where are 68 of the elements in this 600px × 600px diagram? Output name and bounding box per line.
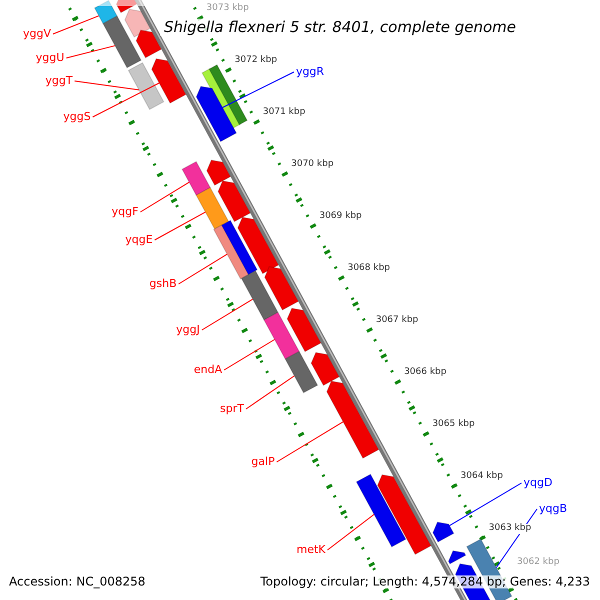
gene-block (237, 216, 280, 274)
leader-line (52, 15, 100, 34)
gene-block (128, 62, 164, 110)
gene-block (264, 266, 299, 311)
leader-line (276, 421, 344, 462)
leader-line (66, 45, 116, 58)
leader-line (74, 80, 140, 90)
leader-line (222, 72, 294, 108)
gene-label: gshB (149, 278, 177, 290)
gene-block (284, 350, 318, 394)
scale-label: 3072 kbp (234, 56, 278, 66)
leader-line (201, 298, 254, 330)
scale-label: 3073 kbp (205, 4, 250, 14)
gene-label: yggR (296, 66, 324, 78)
gene-label: endA (194, 364, 222, 376)
gene-block (218, 180, 251, 222)
scale-label: 3062 kbp (516, 558, 560, 568)
gene-block (377, 474, 432, 556)
gene-block (196, 86, 238, 142)
gene-block (326, 380, 380, 459)
gene-block (310, 352, 340, 386)
gene-label: sprT (220, 402, 244, 416)
gene-block (94, 0, 118, 24)
gene-label: metK (296, 544, 326, 556)
gene-block (181, 160, 211, 196)
leader-line (154, 212, 206, 240)
accession-text: Accession: NC_008258 (9, 575, 146, 589)
gene-label: yggU (36, 52, 64, 64)
gene-block (102, 15, 142, 68)
scale-label: 3068 kbp (346, 264, 391, 274)
scale-label: 3063 kbp (488, 524, 532, 534)
scale-label: 3065 kbp (431, 420, 476, 430)
leader-line (449, 482, 522, 526)
leader-line (327, 514, 375, 550)
gene-label: yggT (45, 74, 73, 88)
gene-block (208, 64, 248, 126)
gene-label: yggJ (176, 324, 200, 336)
leader-line (140, 182, 190, 212)
gene-block (220, 220, 258, 276)
gene-block (263, 312, 300, 360)
gene-label: yqgB (538, 502, 568, 516)
gene-label: yqgF (112, 206, 138, 218)
gene-block (151, 58, 187, 104)
scale-label: 3069 kbp (318, 212, 363, 222)
scale-label: 3067 kbp (374, 316, 420, 326)
gene-block (286, 308, 322, 352)
gene-label: galP (251, 456, 275, 468)
leader-line (224, 339, 276, 370)
gene-label: yggS (63, 110, 91, 124)
gene-block (356, 474, 406, 548)
gene-block (206, 160, 232, 186)
leader-line (178, 254, 228, 284)
scale-label: 3070 kbp (290, 160, 335, 170)
leader-line (246, 375, 295, 410)
gene-block (448, 550, 466, 565)
gene-block (432, 522, 454, 543)
gene-block (196, 186, 230, 230)
scale-label: 3071 kbp (262, 108, 306, 118)
gene-block (124, 8, 151, 38)
gene-label: yqgE (125, 234, 153, 246)
genome-info-text: Topology: circular; Length: 4,574,284 bp; Genes: 4,233 (260, 575, 590, 589)
gene-label: yqgD (524, 476, 552, 490)
scale-label: 3066 kbp (403, 368, 448, 378)
gene-block (136, 30, 162, 58)
gene-label: yggV (23, 28, 51, 40)
gene-block (240, 270, 279, 321)
leader-line (92, 82, 160, 118)
scale-label: 3064 kbp (460, 472, 504, 482)
